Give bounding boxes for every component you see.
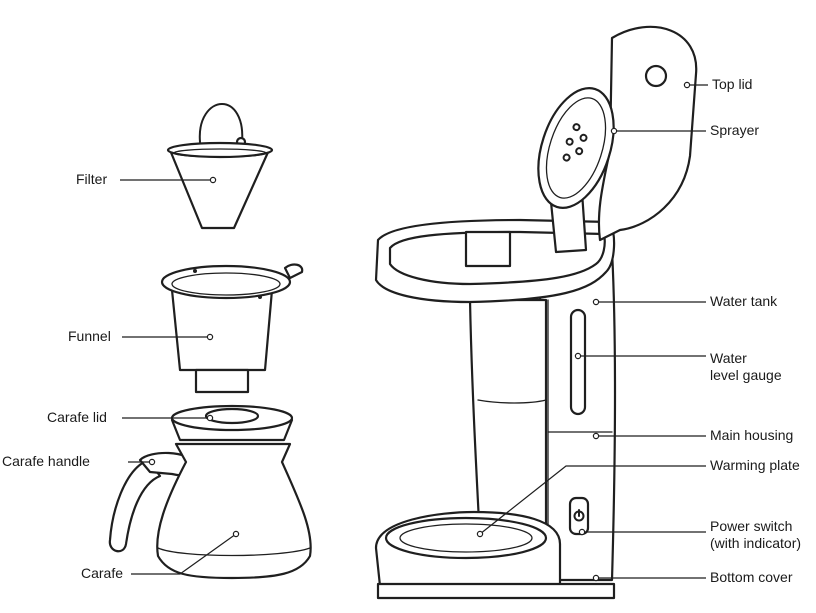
carafe-illustration	[108, 404, 312, 580]
marker-funnel	[206, 333, 214, 341]
carafe-base-line	[157, 547, 311, 557]
funnel-marker	[193, 269, 197, 273]
funnel-marker	[258, 295, 262, 299]
label-carafe: Carafe	[81, 565, 124, 581]
leader-carafe	[131, 533, 237, 575]
leader-warming-plate	[479, 465, 706, 535]
leader-lines	[120, 81, 708, 582]
marker-main-housing	[592, 432, 600, 440]
warming-plate-inner	[399, 523, 533, 553]
bottom-cover-shape	[376, 582, 616, 600]
label-water-tank: Water tank	[710, 293, 778, 309]
label-sprayer: Sprayer	[710, 122, 760, 138]
marker-warming-plate	[476, 530, 484, 538]
label-power-switch: Power switch (with indicator)	[710, 518, 802, 551]
marker-carafe	[232, 530, 240, 538]
funnel-rim-inner	[171, 272, 281, 296]
filter-basket	[168, 148, 271, 230]
filter-handle	[198, 103, 244, 143]
label-water-level-gauge: Water level gauge	[710, 350, 782, 383]
neck-line	[477, 399, 547, 404]
funnel-body	[170, 288, 274, 372]
marker-water-tank	[592, 298, 600, 306]
carafe-lid-knob	[204, 407, 260, 425]
marker-power-switch	[578, 528, 586, 536]
marker-filter	[209, 176, 217, 184]
marker-water-level-gauge	[574, 352, 582, 360]
label-bottom-cover: Bottom cover	[710, 569, 793, 585]
label-warming-plate: Warming plate	[710, 457, 800, 473]
label-filter: Filter	[76, 171, 108, 187]
label-carafe-handle: Carafe handle	[2, 453, 90, 469]
marker-carafe-lid	[206, 414, 214, 422]
label-main-housing: Main housing	[710, 427, 794, 443]
label-funnel: Funnel	[68, 328, 111, 344]
filter-rim-inner	[173, 148, 267, 158]
top-lid-shape	[597, 25, 698, 242]
funnel-illustration	[160, 263, 304, 394]
tank-inner-block	[464, 230, 512, 268]
top-lid-vent	[644, 64, 668, 88]
marker-bottom-cover	[592, 574, 600, 582]
warming-plate-shape	[384, 516, 548, 560]
filter-illustration	[166, 103, 274, 230]
water-level-gauge-window	[569, 308, 587, 416]
marker-top-lid	[683, 81, 691, 89]
marker-carafe-handle	[148, 458, 156, 466]
sprayer-shape	[537, 87, 615, 209]
carafe-body	[156, 442, 312, 580]
funnel-rim	[160, 264, 292, 300]
carafe-handle-shape	[108, 458, 162, 553]
funnel-tab	[283, 263, 304, 280]
marker-sprayer	[610, 127, 618, 135]
label-carafe-lid: Carafe lid	[47, 409, 107, 425]
main-unit-illustration	[374, 25, 698, 600]
funnel-spout	[194, 368, 250, 394]
label-top-lid: Top lid	[712, 76, 753, 92]
